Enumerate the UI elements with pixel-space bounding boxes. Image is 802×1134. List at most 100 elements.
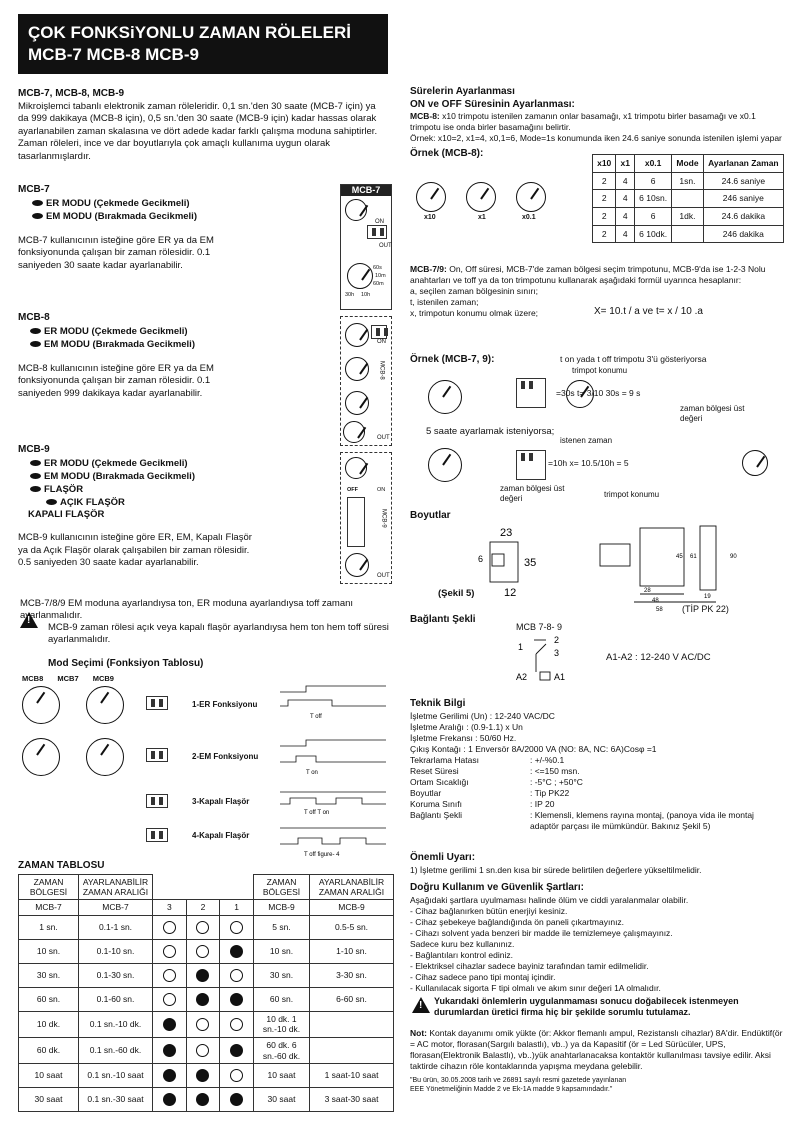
terminal-a2: A2 bbox=[516, 672, 527, 682]
mcb9-text: MCB-9 kullanıcının isteğine göre ER, EM,… bbox=[18, 532, 252, 569]
ex-cell: 1sn. bbox=[671, 171, 704, 191]
mcb8-knob-x10 bbox=[345, 323, 369, 347]
zt-zone: 10 saat bbox=[18, 1063, 79, 1089]
switch-on-icon bbox=[162, 1093, 176, 1107]
mcb79-knob-1 bbox=[428, 380, 462, 414]
zt-range9 bbox=[309, 1036, 394, 1065]
zt-switch-cell bbox=[219, 938, 254, 964]
dim-61: 61 bbox=[690, 554, 697, 560]
ex-cell: 6 10dk. bbox=[634, 224, 673, 244]
switch-off-icon bbox=[230, 920, 244, 934]
teknik-pair: Reset Süresi: <=150 msn. bbox=[410, 766, 786, 777]
page-subtitle: MCB-7 MCB-8 MCB-9 bbox=[28, 45, 199, 64]
guvenlik-warning: Yukarıdaki önlemlerin uygulanmaması sonu… bbox=[434, 996, 739, 1018]
mcb79-trimpot-label-2: trimpot konumu bbox=[604, 490, 660, 499]
guvenlik-line: - Cihazı solvent yada benzeri bir madde … bbox=[410, 927, 673, 938]
zt-switch-cell bbox=[185, 938, 221, 964]
mcb79-knob-4 bbox=[742, 450, 768, 476]
mcb79-calc2: =10h x= 10.5/10h = 5 bbox=[548, 458, 629, 468]
teknik-key: Tekrarlama Hatası bbox=[410, 754, 479, 765]
switch-off-icon bbox=[230, 1069, 244, 1083]
baglanti-title: Bağlantı Şekli bbox=[410, 614, 476, 625]
zt-range: 0.1-60 sn. bbox=[78, 986, 153, 1012]
boyutlar-tip: (TİP PK 22) bbox=[682, 604, 729, 614]
zt-switch-cell bbox=[152, 986, 187, 1012]
sureler-title: Sürelerin Ayarlanması bbox=[410, 86, 515, 97]
mcb7-label-10h: 10h bbox=[361, 292, 371, 298]
teknik-value: : -5°C ; +50°C bbox=[530, 776, 583, 787]
mcb7-mode-er: ER MODU (Çekmede Gecikmeli) bbox=[32, 197, 318, 210]
not-label: Not: bbox=[410, 1028, 427, 1038]
zt-row: 30 sn.0.1-30 sn.30 sn.3-30 sn. bbox=[18, 962, 394, 988]
page-title: ÇOK FONKSiYONLU ZAMAN RÖLELERİ bbox=[28, 23, 351, 42]
mcb8-label-out: OUT bbox=[377, 435, 390, 441]
left-column: MCB-7, MCB-8, MCB-9 Mikroişlemci tabanlı… bbox=[18, 88, 390, 163]
ex-cell: 4 bbox=[615, 224, 636, 244]
warning-note: MCB-7/8/9 EM moduna ayarlandıysa ton, ER… bbox=[20, 598, 390, 646]
dim-28: 28 bbox=[644, 588, 651, 594]
switch-on-icon bbox=[162, 1017, 176, 1031]
footer-line2: EEE Yönetmeliğinin Madde 2 ve Ek-1A madd… bbox=[410, 1086, 613, 1093]
mcb9-knob-on bbox=[345, 553, 369, 577]
mcb9-label-off: OFF bbox=[347, 487, 358, 493]
mcb9-mode-kapali: KAPALI FLAŞÖR bbox=[28, 508, 105, 520]
zt-sub-mcb7a: MCB-7 bbox=[18, 899, 79, 916]
teknik-pair: Boyutlar: Tip PK22 bbox=[410, 788, 786, 799]
wiring-diagram: 2 1 3 A2 A1 bbox=[516, 635, 565, 682]
switch-off-icon bbox=[196, 1044, 210, 1057]
mcb9-mode-flasor: FLAŞÖR bbox=[30, 483, 318, 496]
sureler-mcb8-label: MCB-8: bbox=[410, 111, 440, 121]
zt-switch-cell bbox=[152, 1087, 187, 1113]
mcb79-knob-3 bbox=[428, 448, 462, 482]
ex-cell: 24.6 saniye bbox=[702, 171, 785, 191]
zt-zone9: 60 sn. bbox=[253, 986, 310, 1012]
ex-h-x01: x0.1 bbox=[634, 154, 673, 173]
mcb7-mode-em: EM MODU (Bırakmada Gecikmeli) bbox=[32, 210, 318, 223]
switch-on-icon bbox=[196, 1069, 210, 1083]
zt-switch-cell bbox=[152, 1010, 187, 1038]
mcb79-section: MCB-7/9: On, Off süresi, MCB-7'de zaman … bbox=[410, 264, 786, 319]
ex-cell: 246 saniye bbox=[702, 189, 785, 208]
mode-knob-1a bbox=[22, 686, 60, 724]
switch-on-icon bbox=[230, 944, 244, 958]
zt-row: 60 dk.0.1 sn.-60 dk.60 dk. 6 sn.-60 dk. bbox=[18, 1036, 394, 1065]
zaman-tablosu: ZAMAN BÖLGESİ AYARLANABİLİR ZAMAN ARALIĞ… bbox=[18, 874, 394, 1113]
device-label-mcb9: MCB9 bbox=[92, 674, 114, 683]
terminal-a1: A1 bbox=[554, 672, 565, 682]
mode-dip-3 bbox=[146, 794, 168, 808]
ex-cell bbox=[671, 224, 704, 244]
zt-switch-cell bbox=[185, 914, 221, 940]
intro-title: MCB-7, MCB-8, MCB-9 bbox=[18, 88, 125, 99]
device-label-mcb7: MCB7 bbox=[57, 674, 79, 683]
baglanti-supply: A1-A2 : 12-240 V AC/DC bbox=[606, 652, 711, 663]
mcb9-panel: OFF ON MCB-9 OUT bbox=[340, 452, 392, 584]
teknik-pair: Ortam Sıcaklığı: -5°C ; +50°C bbox=[410, 777, 786, 788]
dim-48: 48 bbox=[652, 598, 659, 604]
mcb79-calc1: =30s t= 3/10 30s = 9 s bbox=[556, 388, 641, 398]
switch-off-icon bbox=[162, 992, 176, 1006]
ex-cell: 6 10sn. bbox=[634, 189, 673, 208]
mcb8-knob-x1 bbox=[345, 357, 369, 381]
mcb79-var-t: t, istenilen zaman; bbox=[410, 297, 479, 307]
zt-switch-cell bbox=[152, 938, 187, 964]
zaman-tablosu-title: ZAMAN TABLOSU bbox=[18, 860, 105, 871]
ex-cell: 4 bbox=[615, 206, 636, 226]
example-knob-x10 bbox=[416, 182, 446, 212]
zt-switch-cell bbox=[219, 1036, 254, 1065]
mcb79-formula: X= 10.t / a ve t= x / 10 .a bbox=[594, 306, 703, 317]
ex-h-mode: Mode bbox=[671, 154, 704, 173]
zt-row: 60 sn.0.1-60 sn.60 sn.6-60 sn. bbox=[18, 986, 394, 1012]
mcb79-example-note: t on yada t off trimpotu 3'ü gösteriyors… bbox=[560, 354, 707, 364]
mcb8-mode-er: ER MODU (Çekmede Gecikmeli) bbox=[30, 325, 318, 338]
baglanti-device: MCB 7-8- 9 bbox=[516, 622, 563, 632]
ex-cell: 2 bbox=[591, 189, 617, 208]
zt-range: 0.1 sn.-10 dk. bbox=[78, 1010, 153, 1038]
mcb9-dip-block bbox=[347, 497, 365, 547]
zt-switch-cell bbox=[219, 914, 254, 940]
mcb8-knob-x01 bbox=[345, 391, 369, 415]
ex-h-zaman: Ayarlanan Zaman bbox=[702, 154, 785, 173]
zt-range9 bbox=[309, 1010, 394, 1038]
